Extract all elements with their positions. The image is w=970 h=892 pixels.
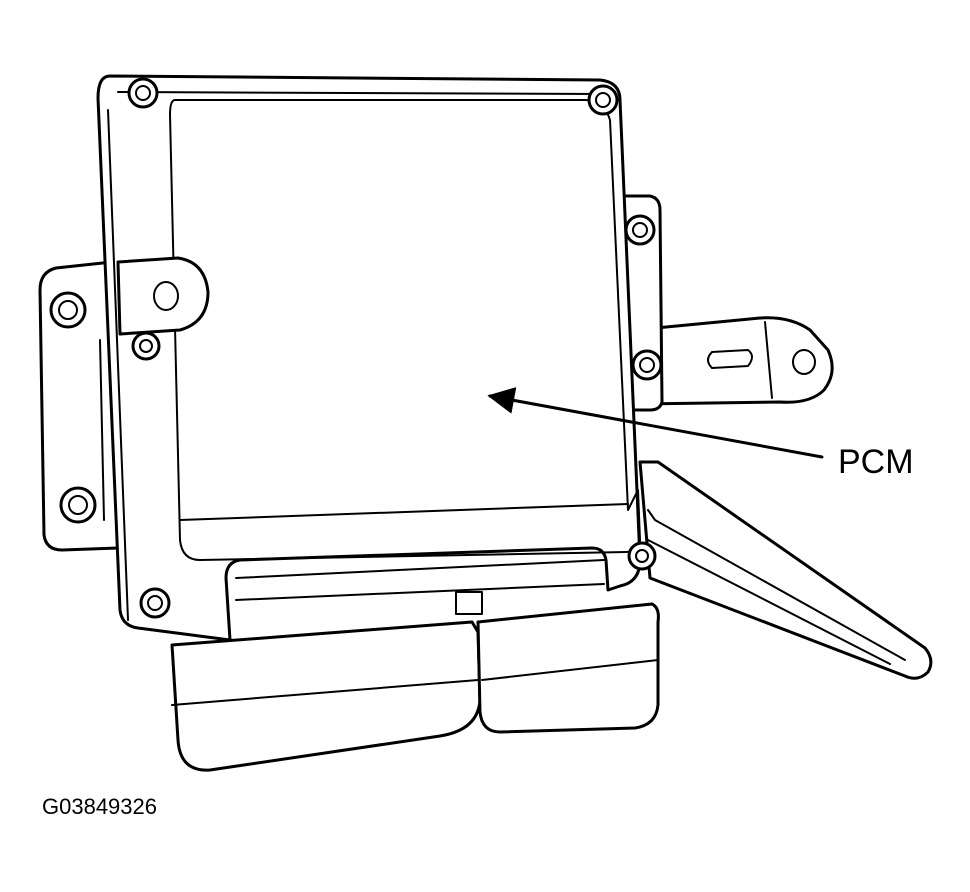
- right-upper-bracket: [633, 316, 834, 406]
- left-mount-flange: [38, 260, 120, 552]
- bolt-bottom-right: [627, 541, 657, 571]
- bolt-bottom-left: [139, 587, 171, 619]
- connector-plug-right: [476, 602, 660, 734]
- pcm-leader-arrow: [487, 387, 824, 459]
- bracket-hole: [792, 349, 816, 375]
- pcm-case: [96, 74, 642, 642]
- right-lower-bracket: [638, 460, 933, 680]
- connector-plug-left: [170, 620, 482, 772]
- connector-latch: [455, 591, 483, 615]
- bolt-flange-lower: [59, 486, 97, 524]
- figure-id: G03849326: [42, 794, 157, 819]
- bolt-flange-upper: [49, 291, 87, 329]
- bolt-top-right: [587, 84, 619, 116]
- left-ear-bracket: [116, 256, 210, 336]
- bolt-left-mid: [131, 331, 161, 361]
- bolt-right-lower: [631, 349, 663, 381]
- ear-hole: [153, 281, 179, 311]
- bolt-right-upper: [624, 214, 656, 246]
- bolt-top-left: [127, 77, 159, 109]
- bracket-slot: [707, 349, 753, 369]
- pcm-callout-label: PCM: [838, 443, 914, 481]
